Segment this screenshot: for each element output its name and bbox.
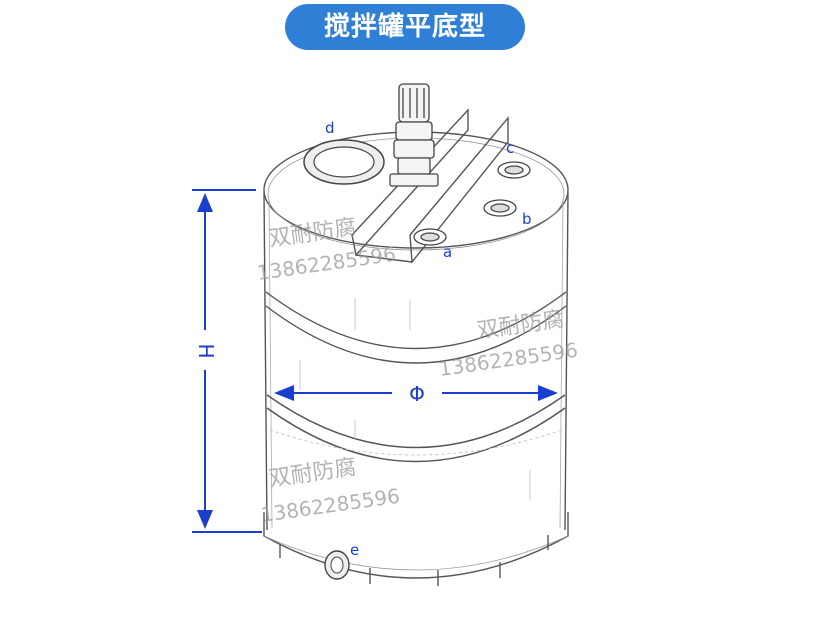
agitator-motor	[389, 83, 439, 187]
label-a: a	[443, 243, 452, 261]
label-e: e	[350, 541, 359, 559]
height-label: H	[194, 343, 218, 358]
outlet-e	[324, 550, 350, 580]
watermarks: 双耐防腐 13862285596 双耐防腐 13862285596 双耐防腐 1…	[255, 215, 579, 527]
diameter-label: Φ	[409, 382, 425, 406]
label-c: c	[506, 139, 514, 157]
page-title: 搅拌罐平底型	[285, 4, 525, 50]
label-d: d	[325, 119, 335, 137]
tank-body	[263, 131, 569, 586]
diameter-dimension	[274, 385, 558, 401]
watermark-name-3: 双耐防腐	[267, 455, 358, 492]
watermark-name-1: 双耐防腐	[267, 215, 358, 252]
nozzles	[413, 161, 531, 246]
watermark-name-2: 双耐防腐	[475, 307, 566, 344]
height-dimension	[192, 189, 262, 533]
manhole-d	[303, 139, 385, 185]
label-b: b	[522, 210, 532, 228]
